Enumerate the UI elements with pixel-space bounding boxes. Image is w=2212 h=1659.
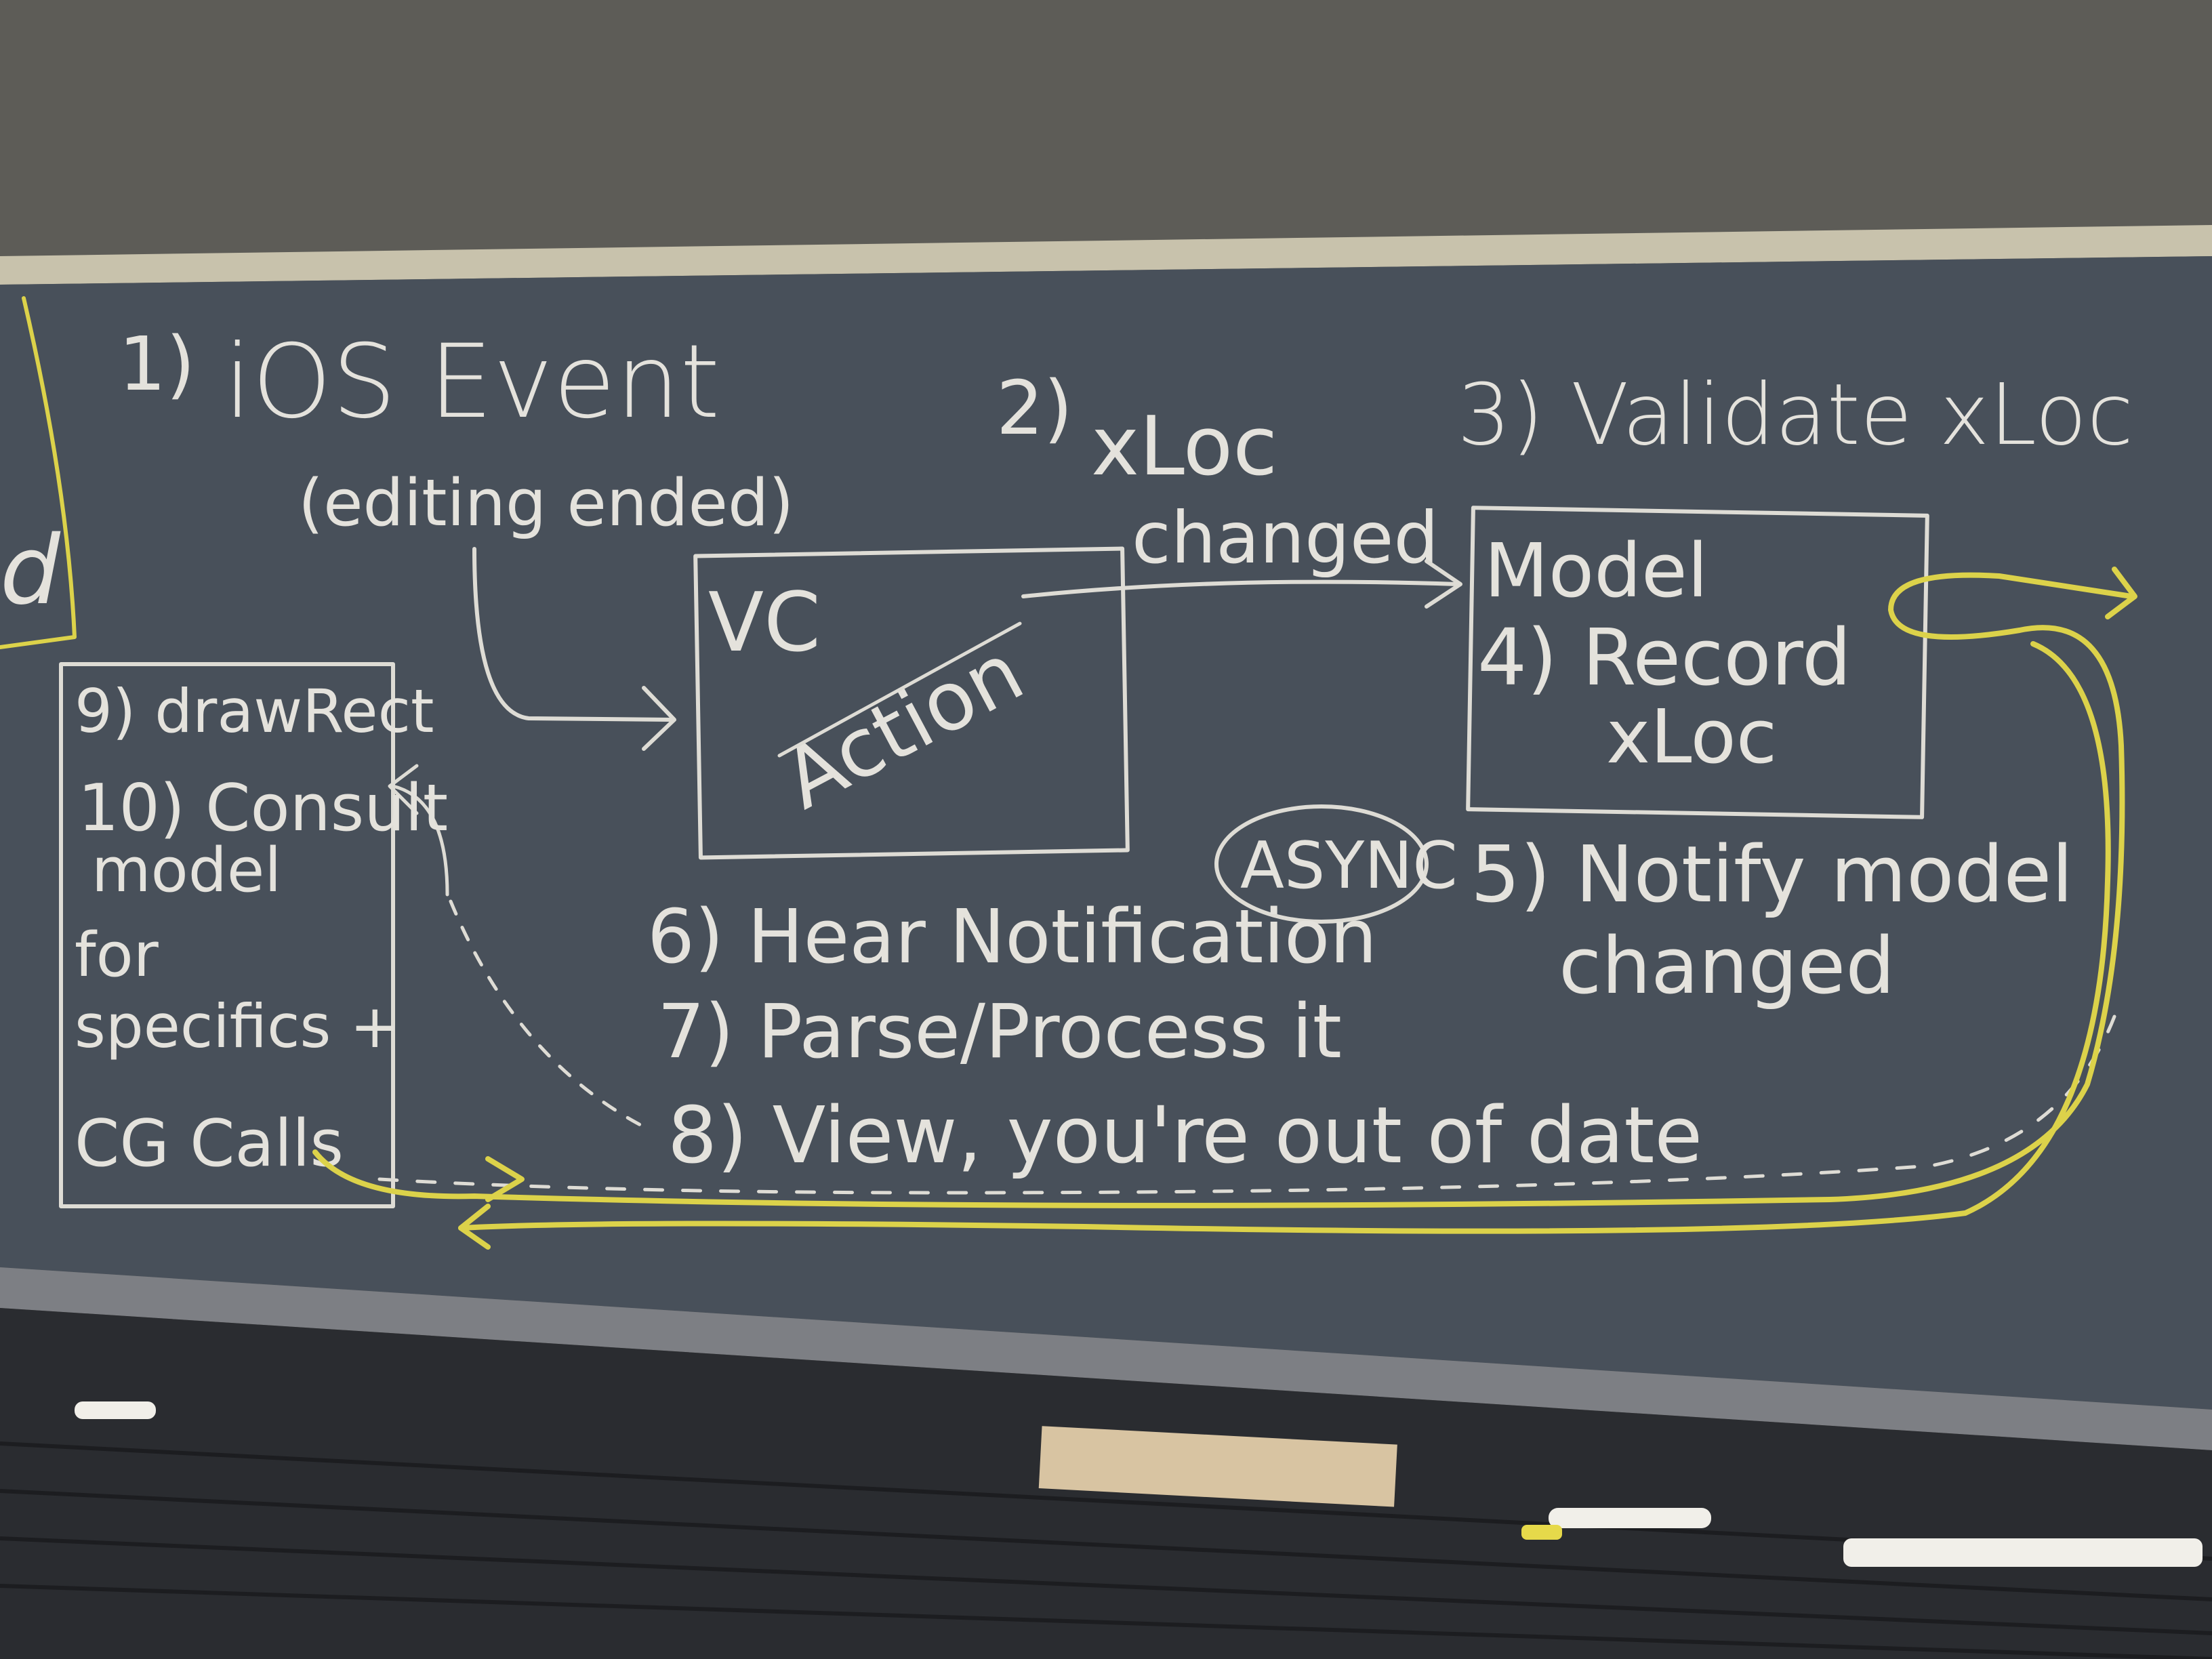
model-title: Model [1484,527,1708,614]
left-fragment-text: d [0,516,61,626]
step2-changed: changed [1132,497,1439,579]
chalk-tray-edge [0,1267,2212,1450]
arrowhead [642,686,676,751]
step6-text: 6) Hear Notification [647,893,1377,980]
arrow-vc-to-model [1021,579,1459,598]
arrowhead [388,764,419,815]
vc-box [693,546,1130,860]
yellow-chalk-piece [1521,1525,1562,1540]
view-line6: CG Calls [75,1107,344,1181]
async-ellipse [1214,804,1429,924]
chalk-piece [1843,1538,2203,1567]
yellow-arrowhead [485,1156,525,1202]
model-step4: 4) Record [1477,613,1851,703]
yellow-arrowhead [2105,567,2137,619]
dashed-return-path [377,1015,2116,1195]
model-box [1466,506,1929,819]
arrowhead [1425,559,1462,609]
async-label: ASYNC [1240,829,1458,903]
chalkboard [0,256,2212,1410]
dashed-view-link [449,899,642,1127]
view-line5: specifics + [75,991,400,1061]
yellow-notification-loop [312,572,2134,1208]
model-xloc: xLoc [1606,693,1777,780]
arrow-step10-back [391,784,449,897]
view-line4: for [75,920,159,991]
yellow-arrowhead [458,1204,491,1250]
step5-line1: 5) Notify model [1471,830,2073,920]
arrow-event-to-vc [472,547,673,722]
step2-number: 2) [996,365,1073,451]
top-rail [0,225,2212,285]
left-fragment-box [0,296,77,649]
chalk-piece [75,1401,156,1419]
view-line3: model [91,835,281,906]
wall [0,0,2212,271]
vc-strike [777,621,1022,758]
view-line2: 10) Consult [78,771,448,846]
tray-slats [0,1441,2212,1659]
step5-line2: changed [1559,921,1895,1012]
view-box [59,662,395,1208]
step7-text: 7) Parse/Process it [657,988,1342,1075]
step3-text: 3) Validate xLoc [1457,366,2133,464]
view-line1: 9) drawRect [75,676,434,746]
step1-detail: (editing ended) [298,466,794,541]
vc-label: VC [708,576,821,670]
step1-title: iOS Event [224,323,720,441]
chalk-piece [1549,1508,1711,1528]
step8-text: 8) View, you're out of date [668,1090,1702,1181]
eraser [1038,1426,1397,1507]
step2-xloc: xLoc [1091,400,1277,494]
step1-number: 1) [119,321,195,407]
yellow-return-loop [458,641,2111,1234]
